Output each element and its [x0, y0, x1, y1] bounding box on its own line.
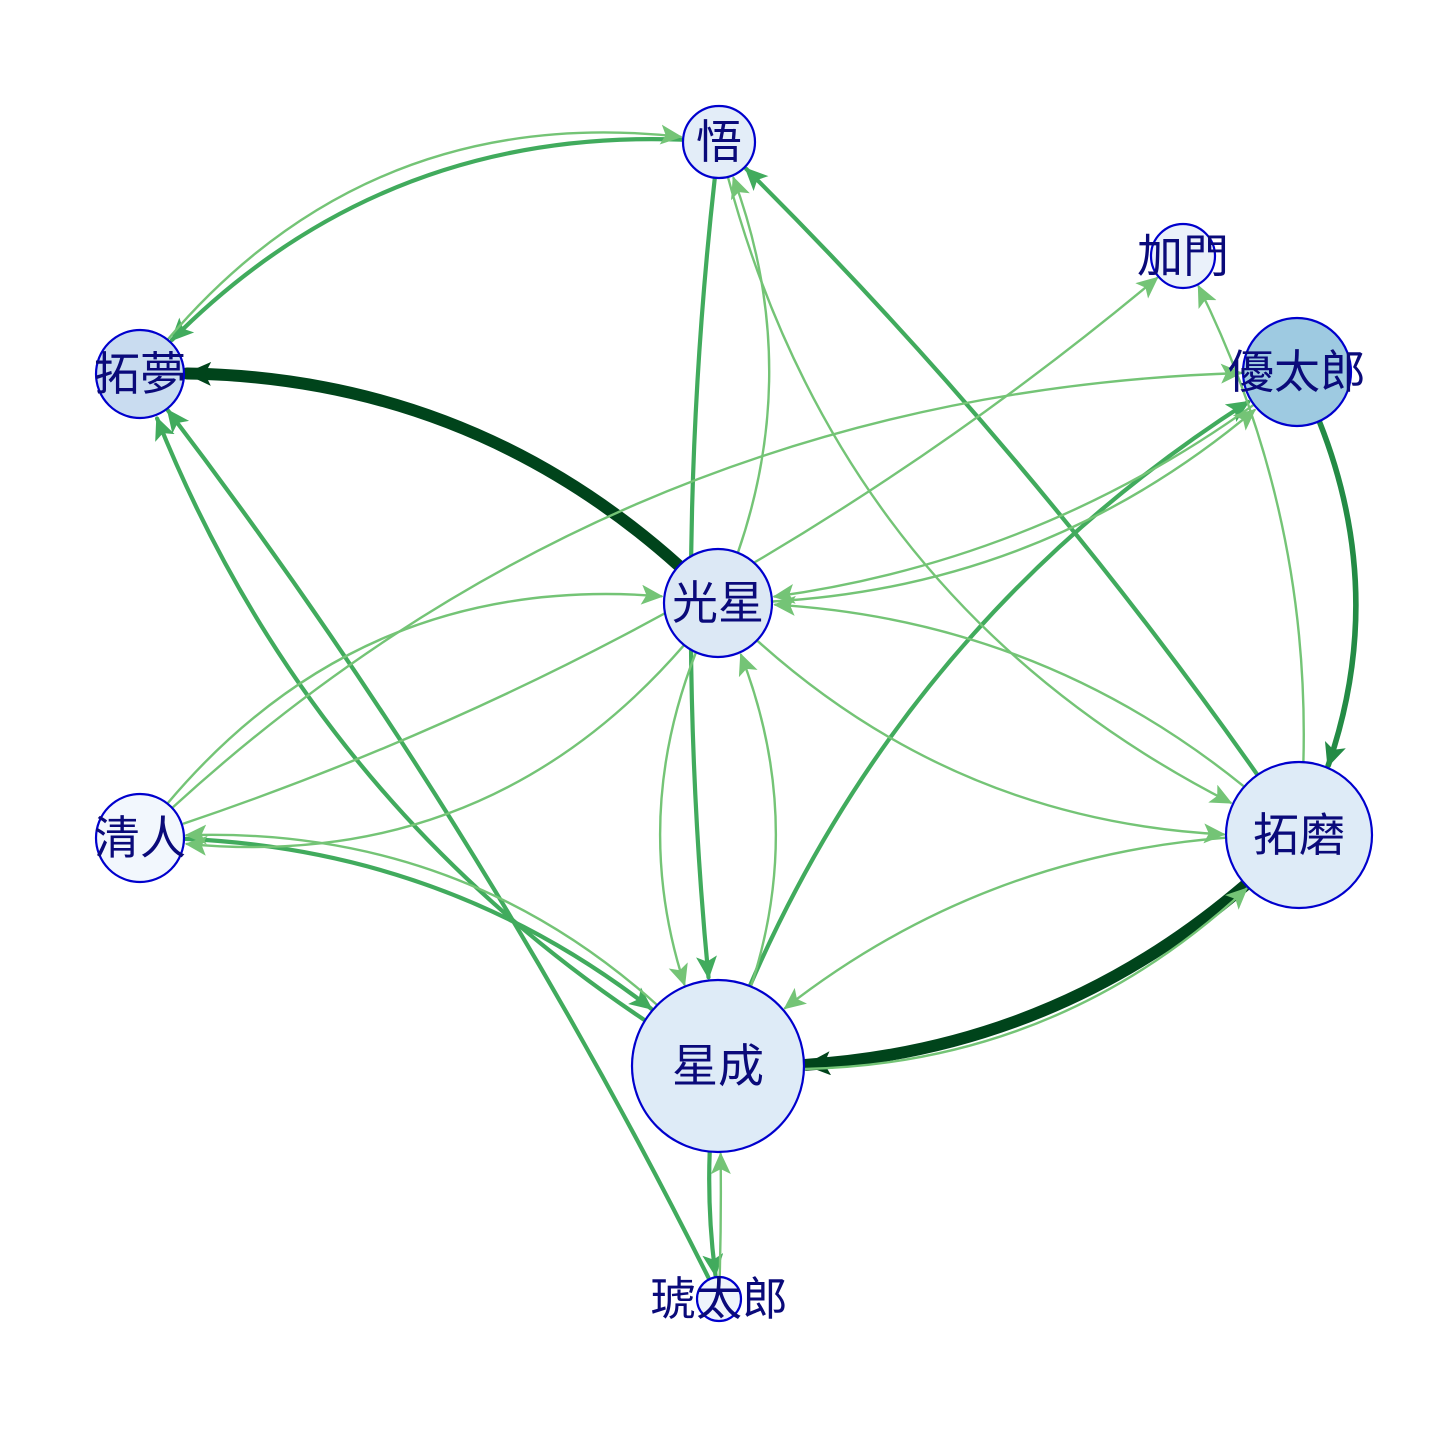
- node-kotaro-circle: [695, 1275, 743, 1323]
- node-takuma-circle: [1224, 760, 1374, 910]
- edge-kosei-to-satoru: [731, 176, 771, 554]
- edge-satoru-to-takuma: [726, 175, 1233, 804]
- edge-kosei-to-takuma: [756, 640, 1226, 844]
- edge-kosei-to-yutaro: [771, 408, 1257, 603]
- edge-seisei-to-kotaro: [702, 1149, 724, 1278]
- node-kosei-label: 光星: [672, 576, 764, 630]
- edge-takumu-to-satoru: [166, 124, 683, 341]
- edge-takuma-to-kamon: [1197, 284, 1305, 763]
- node-kiyoto-circle: [94, 792, 186, 884]
- node-takuma-label: 拓磨: [1253, 808, 1345, 862]
- edge-satoru-to-takumu: [169, 137, 684, 342]
- node-kosei[interactable]: 光星: [662, 547, 774, 659]
- node-takuma[interactable]: 拓磨: [1224, 760, 1374, 910]
- edge-yutaro-to-kosei: [772, 403, 1255, 604]
- node-seisei-circle: [630, 978, 806, 1154]
- edge-seisei-to-takuma: [804, 887, 1248, 1071]
- edge-takuma-to-satoru: [744, 166, 1259, 776]
- node-kotaro[interactable]: 琥太郎: [650, 1272, 788, 1326]
- edge-takuma-to-seisei: [783, 836, 1228, 1010]
- edge-yutaro-to-takuma: [1316, 419, 1359, 769]
- node-yutaro-circle: [1241, 316, 1353, 428]
- node-satoru-label: 悟: [696, 115, 742, 169]
- node-kamon-circle: [1149, 222, 1217, 290]
- node-seisei-label: 星成: [672, 1039, 764, 1093]
- edge-kiyoto-to-yutaro: [172, 363, 1243, 809]
- node-satoru[interactable]: 悟: [681, 104, 757, 180]
- node-yutaro[interactable]: 優太郎: [1228, 316, 1366, 428]
- node-kosei-circle: [662, 547, 774, 659]
- edge-layer: [155, 124, 1359, 1280]
- edge-kosei-to-seisei: [658, 651, 697, 987]
- edge-kiyoto-to-kosei: [166, 584, 664, 805]
- node-seisei[interactable]: 星成: [630, 978, 806, 1154]
- edge-kosei-to-kiyoto: [184, 644, 686, 856]
- node-yutaro-label: 優太郎: [1228, 345, 1366, 399]
- edge-kotaro-to-seisei: [710, 1152, 731, 1278]
- node-kiyoto-label: 清人: [94, 811, 186, 865]
- node-takumu-circle: [94, 328, 186, 420]
- edge-kosei-to-takumu: [181, 361, 685, 572]
- edge-kotaro-to-takumu: [165, 408, 711, 1280]
- node-kamon-label: 加門: [1137, 229, 1229, 283]
- edge-seisei-to-kosei: [738, 653, 778, 988]
- node-takumu[interactable]: 拓夢: [94, 328, 186, 420]
- node-kotaro-label: 琥太郎: [650, 1272, 788, 1326]
- edge-takuma-to-seisei: [800, 879, 1251, 1076]
- node-kiyoto[interactable]: 清人: [94, 792, 186, 884]
- node-kamon[interactable]: 加門: [1137, 222, 1229, 290]
- edge-kiyoto-to-seisei: [183, 836, 654, 1011]
- node-satoru-circle: [681, 104, 757, 180]
- edge-seisei-to-takumu: [155, 416, 647, 1022]
- edge-seisei-to-yutaro: [748, 399, 1251, 987]
- node-takumu-label: 拓夢: [94, 347, 186, 401]
- edge-takuma-to-kosei: [773, 595, 1246, 788]
- edge-seisei-to-kiyoto: [184, 824, 658, 1006]
